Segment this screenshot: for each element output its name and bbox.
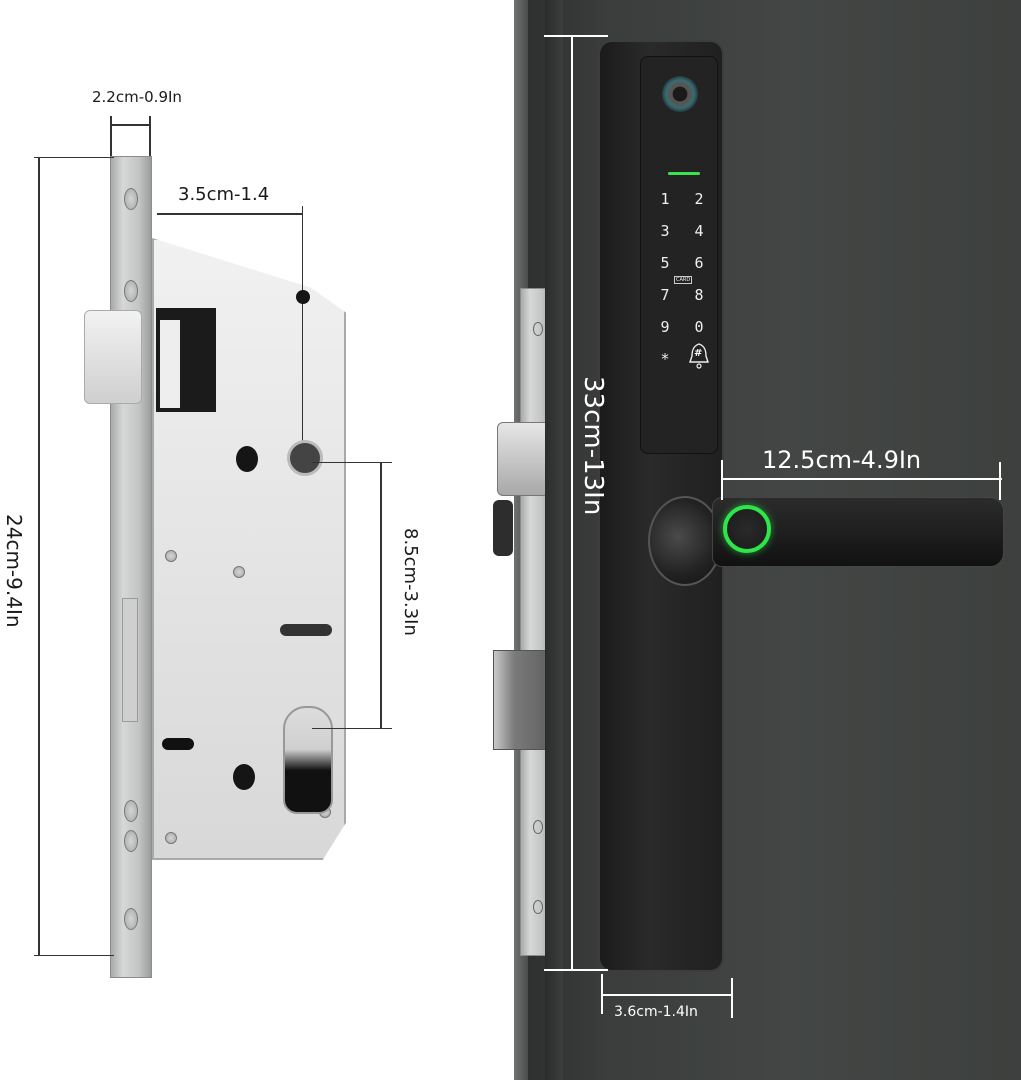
center-distance-label: 8.5cm-3.3In bbox=[400, 528, 421, 636]
latch-window-inner bbox=[160, 320, 180, 408]
body-screw-icon bbox=[233, 566, 245, 578]
faceplate-screw-icon bbox=[124, 830, 138, 852]
key-1[interactable]: 1 bbox=[660, 190, 670, 208]
keypad[interactable]: 1 2 3 4 5 6 CARD 7 8 9 0 * # bbox=[652, 190, 712, 380]
panel-width-line bbox=[602, 994, 732, 996]
faceplate-screw-icon bbox=[124, 908, 138, 930]
camera-icon bbox=[662, 76, 698, 112]
strike-screw-icon bbox=[533, 820, 543, 834]
body-hole-lower bbox=[233, 764, 255, 790]
panel-width-tick-left bbox=[601, 974, 603, 1014]
panel-width-label: 3.6cm-1.4In bbox=[614, 1004, 698, 1020]
lock-height-line bbox=[571, 35, 573, 971]
strike-screw-icon bbox=[533, 322, 543, 336]
lock-height-bottom-guide bbox=[544, 969, 608, 971]
center-distance-top-guide bbox=[312, 462, 392, 463]
faceplate-width-tick-left bbox=[110, 116, 112, 156]
strike-latch-dark bbox=[493, 500, 513, 556]
total-height-top-guide bbox=[34, 157, 114, 158]
total-height-label: 24cm-9.4In bbox=[2, 514, 26, 628]
faceplate-screw-icon bbox=[124, 280, 138, 302]
lock-height-label: 33cm-13In bbox=[578, 376, 608, 516]
card-reader-icon: CARD bbox=[674, 276, 693, 284]
faceplate-slot bbox=[122, 598, 138, 722]
backset-label: 3.5cm-1.4 bbox=[178, 184, 270, 205]
deadbolt bbox=[493, 650, 553, 750]
center-distance-line bbox=[380, 462, 382, 728]
bell-hash-symbol: # bbox=[694, 348, 703, 359]
body-screw-icon bbox=[165, 550, 177, 562]
handle-length-tick-left bbox=[721, 460, 723, 500]
key-star[interactable]: * bbox=[660, 350, 670, 368]
handle-spindle-hole bbox=[287, 440, 323, 476]
key-6[interactable]: 6 bbox=[694, 254, 704, 272]
faceplate-screw-icon bbox=[124, 188, 138, 210]
doorbell-button[interactable]: # bbox=[688, 342, 710, 370]
faceplate-width-line bbox=[112, 124, 150, 126]
faceplate-width-tick-right bbox=[149, 116, 151, 156]
lock-height-top-guide bbox=[544, 35, 608, 37]
panel-width-tick-right bbox=[731, 978, 733, 1018]
key-7[interactable]: 7 bbox=[660, 286, 670, 304]
faceplate-width-label: 2.2cm-0.9In bbox=[92, 88, 182, 106]
body-slot-left bbox=[162, 738, 194, 750]
status-indicator-bar bbox=[668, 172, 700, 175]
key-5[interactable]: 5 bbox=[660, 254, 670, 272]
door-frame-strip bbox=[545, 0, 563, 1080]
euro-cylinder-hole bbox=[283, 706, 333, 814]
handle-length-tick-right bbox=[999, 462, 1001, 500]
faceplate-screw-icon bbox=[124, 800, 138, 822]
key-4[interactable]: 4 bbox=[694, 222, 704, 240]
strike-latch bbox=[497, 422, 551, 496]
key-0[interactable]: 0 bbox=[694, 318, 704, 336]
center-distance-bottom-guide bbox=[312, 728, 392, 729]
top-notch bbox=[296, 290, 310, 304]
body-slot bbox=[280, 624, 332, 636]
total-height-line bbox=[38, 158, 40, 956]
backset-vertical-guide bbox=[302, 206, 303, 458]
mortise-lock-diagram: 2.2cm-0.9In 3.5cm-1.4 8.5cm-3.3In 24cm-9… bbox=[2, 88, 421, 978]
smart-lock-panel bbox=[640, 56, 718, 454]
handle-length-label: 12.5cm-4.9In bbox=[762, 446, 922, 474]
total-height-bottom-guide bbox=[34, 955, 114, 956]
key-9[interactable]: 9 bbox=[660, 318, 670, 336]
backset-line bbox=[157, 213, 303, 215]
handle-rose bbox=[648, 496, 722, 586]
body-screw-icon bbox=[165, 832, 177, 844]
key-2[interactable]: 2 bbox=[694, 190, 704, 208]
bell-icon bbox=[689, 343, 709, 369]
body-hole bbox=[236, 446, 258, 472]
strike-screw-icon bbox=[533, 900, 543, 914]
latch-bolt bbox=[84, 310, 142, 404]
handle-length-line bbox=[722, 478, 1002, 480]
fingerprint-reader-icon[interactable] bbox=[723, 505, 771, 553]
key-3[interactable]: 3 bbox=[660, 222, 670, 240]
key-8[interactable]: 8 bbox=[694, 286, 704, 304]
